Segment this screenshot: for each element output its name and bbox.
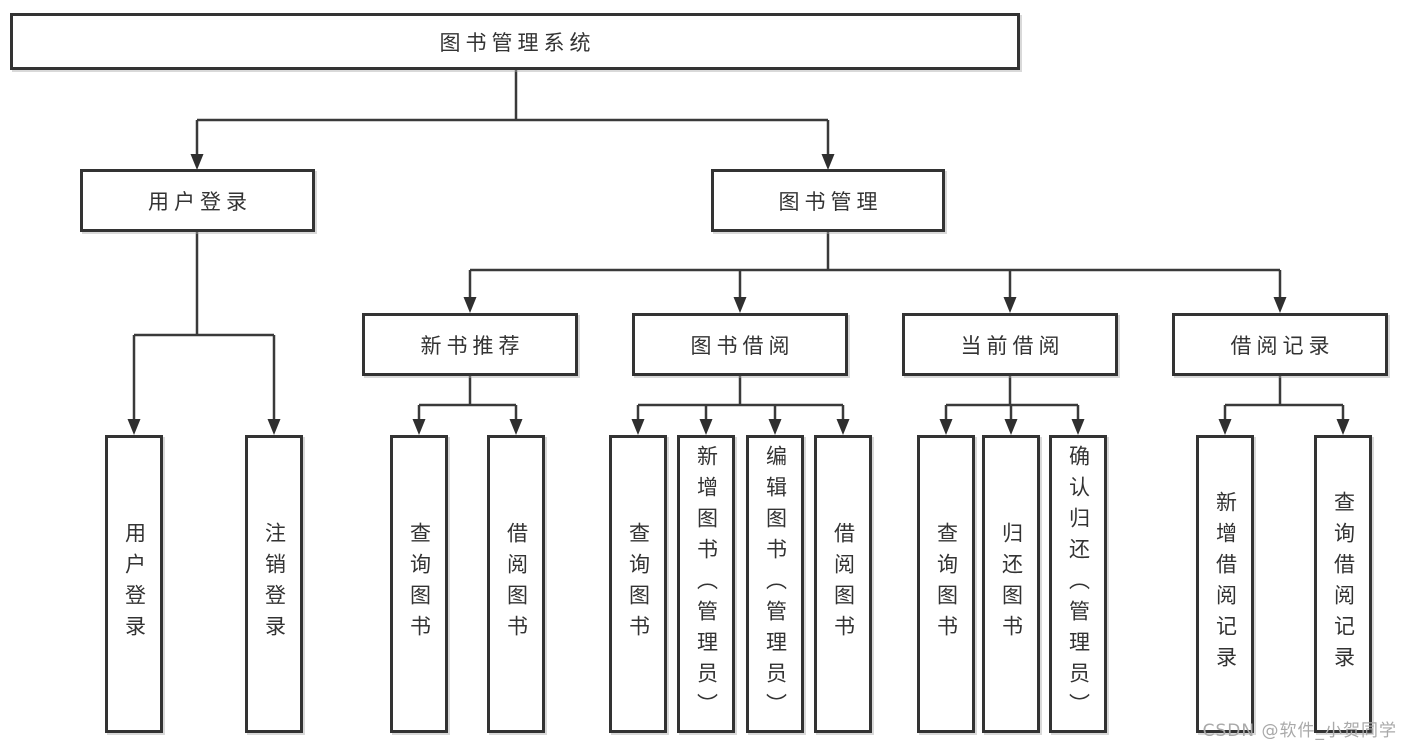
leaf-borrow-edit-book-admin: 编辑图书（管理员） <box>746 435 804 733</box>
leaf-newbook-borrow-book: 借阅图书 <box>487 435 545 733</box>
leaf-record-query-label: 查询借阅记录 <box>1331 491 1356 677</box>
leaf-current-query-book-label: 查询图书 <box>934 522 959 646</box>
leaf-logout: 注销登录 <box>245 435 303 733</box>
edge-bookborrow-to-leaves <box>636 376 845 421</box>
leaf-record-add-label: 新增借阅记录 <box>1213 491 1238 677</box>
node-user-login-label: 用户登录 <box>148 189 252 214</box>
leaf-borrow-borrow-book: 借阅图书 <box>814 435 872 733</box>
leaf-borrow-add-book-admin-label: 新增图书（管理员） <box>694 444 719 724</box>
edge-root-to-level2 <box>195 70 830 156</box>
node-new-book-recommend: 新书推荐 <box>362 313 578 376</box>
leaf-current-confirm-return-admin: 确认归还（管理员） <box>1049 435 1107 733</box>
edge-login-to-leaves <box>132 232 276 421</box>
leaf-borrow-edit-book-admin-label: 编辑图书（管理员） <box>763 444 788 724</box>
leaf-current-confirm-return-admin-label: 确认归还（管理员） <box>1066 444 1091 724</box>
leaf-newbook-borrow-book-label: 借阅图书 <box>504 522 529 646</box>
leaf-borrow-add-book-admin: 新增图书（管理员） <box>677 435 735 733</box>
node-user-login: 用户登录 <box>80 169 315 232</box>
node-new-book-recommend-label: 新书推荐 <box>420 333 525 358</box>
leaf-borrow-query-book-label: 查询图书 <box>626 522 651 646</box>
leaf-borrow-query-book: 查询图书 <box>609 435 667 733</box>
leaf-user-login-label: 用户登录 <box>122 522 147 646</box>
node-book-borrow-label: 图书借阅 <box>690 333 795 358</box>
node-book-borrow: 图书借阅 <box>632 313 848 376</box>
leaf-record-add: 新增借阅记录 <box>1196 435 1254 733</box>
edge-bookmgmt-to-level3 <box>468 232 1282 299</box>
arrowheads-level3 <box>463 297 1287 313</box>
node-book-management: 图书管理 <box>711 169 945 232</box>
leaf-newbook-query-book: 查询图书 <box>390 435 448 733</box>
leaf-current-return-book: 归还图书 <box>982 435 1040 733</box>
arrowheads-level2 <box>190 154 835 170</box>
node-book-management-label: 图书管理 <box>778 189 883 214</box>
arrowheads-level4 <box>412 419 1350 435</box>
leaf-logout-label: 注销登录 <box>262 522 287 646</box>
node-current-borrow-label: 当前借阅 <box>960 333 1065 358</box>
edge-newbook-to-leaves <box>417 376 518 421</box>
node-borrow-record: 借阅记录 <box>1172 313 1388 376</box>
node-borrow-record-label: 借阅记录 <box>1230 333 1335 358</box>
leaf-current-return-book-label: 归还图书 <box>999 522 1024 646</box>
node-root: 图书管理系统 <box>10 13 1020 70</box>
node-current-borrow: 当前借阅 <box>902 313 1118 376</box>
edge-currentborrow-to-leaves <box>944 376 1080 421</box>
leaf-record-query: 查询借阅记录 <box>1314 435 1372 733</box>
leaf-user-login: 用户登录 <box>105 435 163 733</box>
csdn-watermark: CSDN @软件_小贺同学 <box>1202 721 1397 741</box>
edge-borrowrecord-to-leaves <box>1223 376 1345 421</box>
node-root-label: 图书管理系统 <box>439 30 596 55</box>
leaf-borrow-borrow-book-label: 借阅图书 <box>831 522 856 646</box>
arrowheads-login-leaves <box>127 419 281 435</box>
leaf-newbook-query-book-label: 查询图书 <box>407 522 432 646</box>
leaf-current-query-book: 查询图书 <box>917 435 975 733</box>
